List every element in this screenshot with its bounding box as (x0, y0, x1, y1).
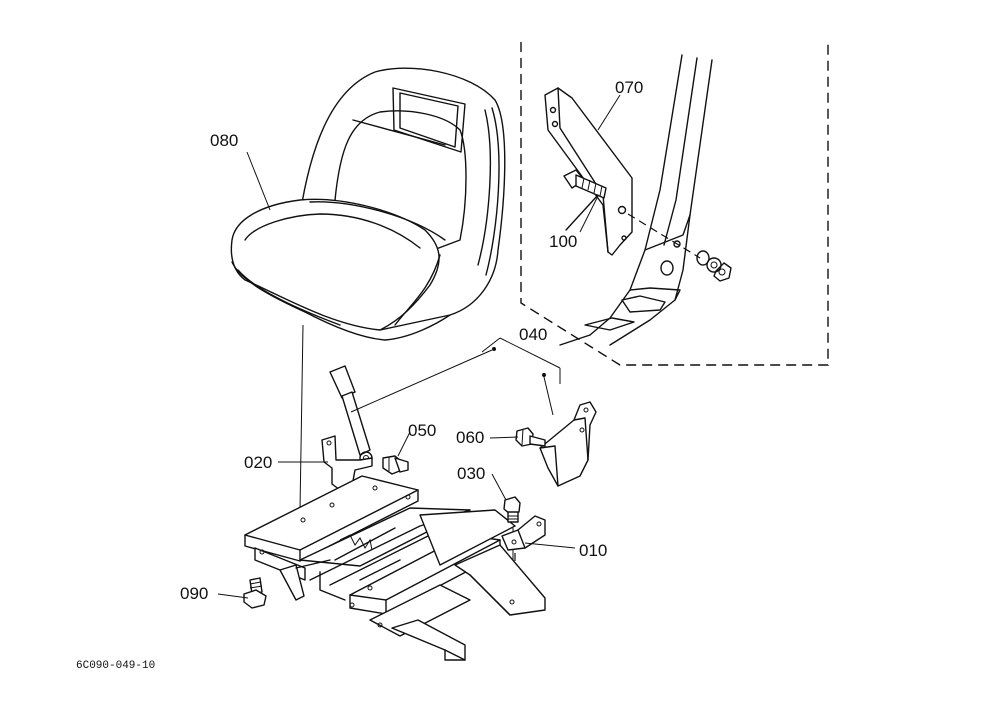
callout-040: 040 (519, 325, 547, 344)
callout-070: 070 (615, 78, 643, 97)
bolt-050 (382, 455, 409, 475)
seat-080 (230, 67, 506, 341)
bolt-030 (503, 496, 521, 523)
figure-code: 6C090-049-10 (76, 660, 155, 672)
seat-slide-base (244, 475, 546, 661)
bolt-100 (563, 169, 607, 231)
callout-labels: 080 070 100 040 050 060 020 030 010 090 (180, 78, 643, 603)
bracket-070 (544, 87, 633, 256)
callout-060: 060 (456, 428, 484, 447)
bolt-060 (515, 427, 546, 447)
adjust-lever (329, 365, 373, 465)
bolt-090 (243, 577, 267, 609)
leader-lines (217, 94, 621, 599)
bracket-040 (539, 401, 597, 487)
callout-090: 090 (180, 584, 208, 603)
callout-010: 010 (579, 541, 607, 560)
washer-nut-set (627, 213, 732, 282)
lock-lever-020 (321, 435, 373, 491)
callout-050: 050 (408, 421, 436, 440)
bracket-010 (501, 515, 546, 551)
callout-080: 080 (210, 131, 238, 150)
callout-100: 100 (549, 232, 577, 251)
callout-030: 030 (457, 464, 485, 483)
callout-020: 020 (244, 453, 272, 472)
frame-post (559, 54, 713, 346)
frame-detail-boundary (520, 42, 829, 366)
